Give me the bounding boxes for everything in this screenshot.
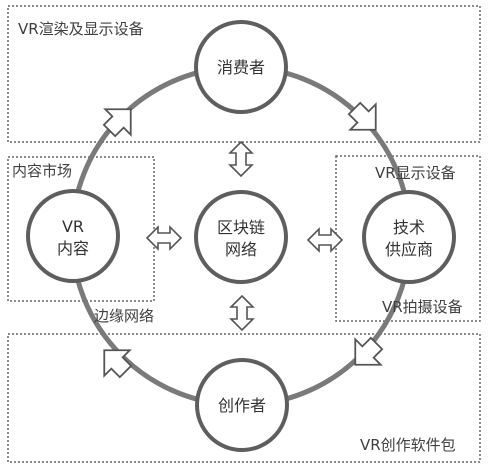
region-label-right-top: VR显示设备 xyxy=(375,164,456,182)
node-creator xyxy=(195,358,289,452)
double-arrow-top xyxy=(228,140,254,178)
node-tech-supplier-label-2: 供应商 xyxy=(385,240,433,259)
ring-arrow-upper-left xyxy=(102,108,132,138)
region-box-bottom xyxy=(7,333,481,463)
ring-arrow-lower-left xyxy=(103,349,133,379)
node-consumer xyxy=(194,20,288,114)
node-consumer-label: 消费者 xyxy=(217,58,265,77)
double-arrow-right xyxy=(306,227,344,253)
region-label-right-bottom: VR拍摄设备 xyxy=(382,298,463,316)
node-tech-supplier xyxy=(362,190,456,284)
ring-arrow-lower-right xyxy=(354,336,384,366)
node-blockchain-label-2: 网络 xyxy=(225,240,257,259)
double-arrow-bottom xyxy=(229,294,255,332)
region-box-left xyxy=(7,156,155,302)
node-creator-label: 创作者 xyxy=(218,396,266,415)
node-tech-supplier-label-1: 技术 xyxy=(393,218,425,237)
region-label-left: 内容市场 xyxy=(12,162,73,180)
region-box-right xyxy=(335,155,481,322)
node-vr-content-label-2: 内容 xyxy=(57,239,89,258)
node-blockchain-label-1: 区块链 xyxy=(217,218,265,237)
node-vr-content xyxy=(26,189,120,283)
region-box-top xyxy=(7,5,481,143)
region-label-left-bottom: 边缘网络 xyxy=(94,307,155,325)
node-blockchain xyxy=(194,190,288,284)
region-label-bottom: VR创作软件包 xyxy=(360,436,456,454)
double-arrow-left xyxy=(145,225,183,251)
ring-arrow-upper-right xyxy=(347,101,377,131)
node-vr-content-label-1: VR xyxy=(62,217,84,236)
region-label-top: VR渲染及显示设备 xyxy=(18,20,144,38)
